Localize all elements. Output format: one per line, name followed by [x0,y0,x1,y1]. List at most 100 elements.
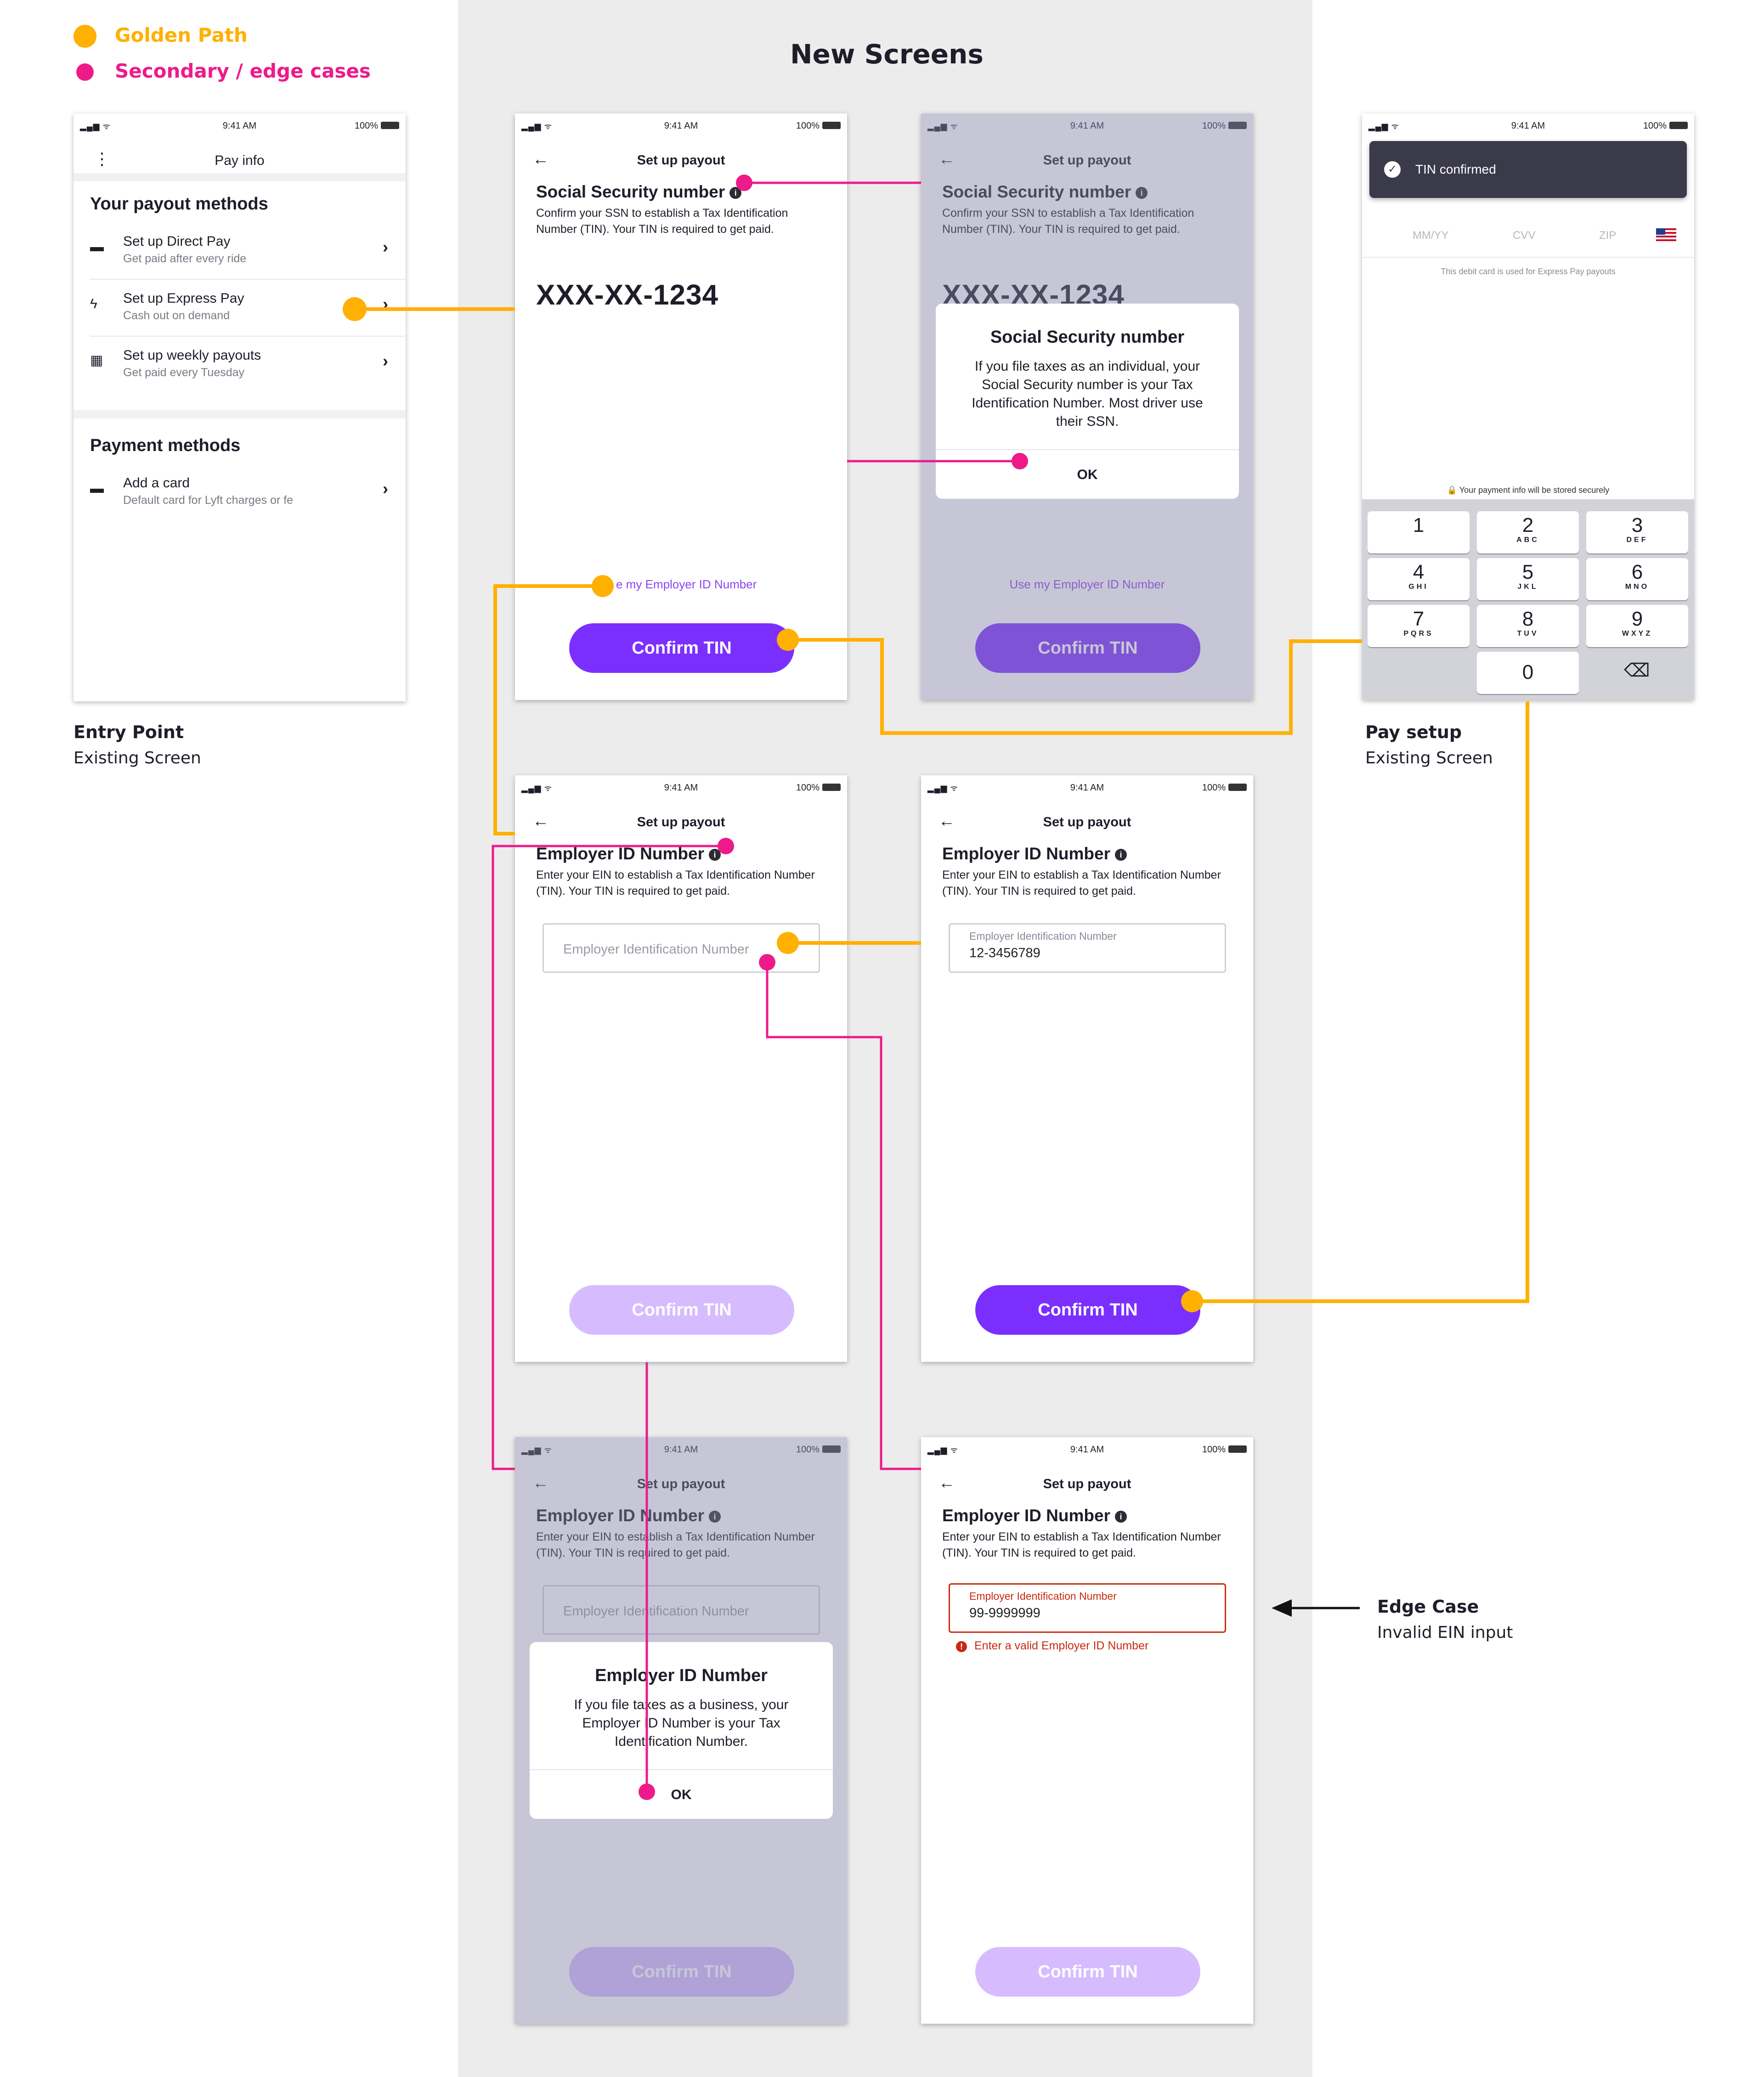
golden-node [1181,1290,1203,1312]
confirm-tin-button[interactable]: Confirm TIN [975,623,1200,673]
dialog-body: If you file taxes as a business, your Em… [574,1697,789,1749]
back-arrow-icon[interactable]: ← [939,149,955,168]
golden-node [777,932,799,954]
golden-path-dot [74,25,96,48]
edge-case-arrowhead [1272,1599,1292,1617]
ein-description: Enter your EIN to establish a Tax Identi… [942,869,1221,897]
chevron-right-icon: › [383,479,388,498]
use-ein-link[interactable]: e my Employer ID Number [616,577,757,591]
confirm-tin-button[interactable]: Confirm TIN [569,1947,794,1997]
use-ein-link[interactable]: Use my Employer ID Number [1009,577,1165,591]
secure-note: 🔒 Your payment info will be stored secur… [1447,485,1610,495]
chevron-right-icon: › [383,351,388,370]
ein-error-message: !Enter a valid Employer ID Number [956,1639,1148,1653]
battery-icon [1228,784,1247,791]
page-title: Pay info [215,153,265,168]
lightning-icon: ϟ [90,296,97,311]
back-arrow-icon[interactable]: ← [532,149,549,168]
cvv-field[interactable]: CVV [1513,229,1536,242]
back-arrow-icon[interactable]: ← [532,811,549,830]
card-note: This debit card is used for Express Pay … [1441,267,1616,276]
key-1[interactable]: 1 [1368,511,1470,553]
dialog-title: Social Security number [990,327,1185,347]
payout-heading: Your payout methods [90,194,268,214]
back-arrow-icon[interactable]: ← [532,1473,549,1492]
battery-icon [822,122,841,129]
info-icon[interactable]: i [1114,849,1127,861]
page-title: Set up payout [637,153,725,168]
error-icon: ! [956,1641,967,1652]
secondary-connector-invalid [766,962,921,1470]
payment-heading: Payment methods [90,436,241,455]
confirm-tin-button[interactable]: Confirm TIN [569,623,794,673]
secondary-node [718,838,734,854]
more-icon[interactable]: ⋮ [94,149,110,168]
golden-connector-confirm-ein-to-paysetup [1192,701,1529,1303]
golden-connector-link-to-ein [493,584,603,835]
back-arrow-icon[interactable]: ← [939,811,955,830]
confirm-tin-button[interactable]: Confirm TIN [569,1285,794,1335]
ein-input[interactable]: Employer Identification Number [543,1585,820,1635]
battery-icon [822,1445,841,1453]
page-title: Set up payout [1043,815,1131,830]
confirm-tin-button[interactable]: Confirm TIN [975,1285,1200,1335]
info-icon[interactable]: i [708,849,721,861]
ein-info-dialog: Employer ID Number If you file taxes as … [530,1642,833,1819]
page-title: Set up payout [637,815,725,830]
battery-icon [822,784,841,791]
info-icon[interactable]: i [708,1511,721,1523]
backspace-icon[interactable]: ⌫ [1624,660,1650,681]
golden-node [343,297,367,321]
info-icon[interactable]: i [1136,187,1148,199]
secondary-node [1012,453,1028,469]
zip-field[interactable]: ZIP [1599,229,1617,242]
battery-icon [1228,1445,1247,1453]
dialog-title: Employer ID Number [595,1666,768,1685]
key-0[interactable]: 0 [1477,652,1579,694]
ein-input[interactable]: Employer Identification Number [543,923,820,973]
dialog-ok-button[interactable]: OK [530,1769,833,1819]
us-flag-icon[interactable] [1656,228,1676,241]
dialog-ok-button[interactable]: OK [936,449,1239,499]
golden-node [777,629,799,651]
info-icon[interactable]: i [1114,1511,1127,1523]
back-arrow-icon[interactable]: ← [939,1473,955,1492]
secondary-node [759,954,775,971]
dialog-body: If you file taxes as an individual, your… [972,359,1203,429]
golden-path-label: Golden Path [115,24,248,46]
calendar-icon: ▦ [90,353,103,368]
battery-icon [381,122,399,129]
expiry-field[interactable]: MM/YY [1413,229,1449,242]
secondary-dot [76,63,94,81]
secondary-connector-info-to-ein-dialog [492,845,726,1470]
confirm-tin-button[interactable]: Confirm TIN [975,1947,1200,1997]
card-icon: ▬ [90,481,104,496]
